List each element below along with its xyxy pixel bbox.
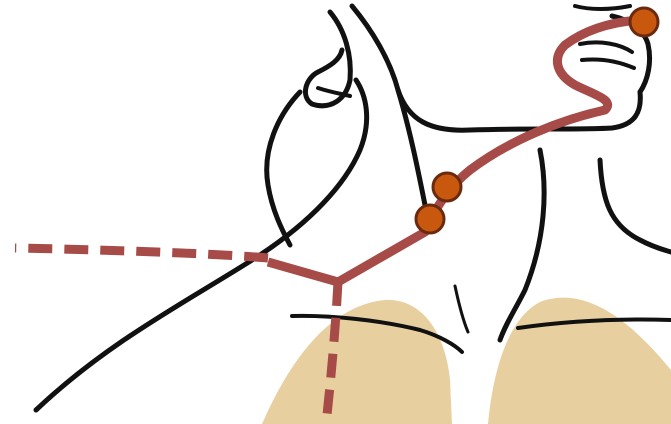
dashed-pathway-left	[15, 248, 268, 258]
acupoints	[416, 8, 658, 233]
neck-front	[398, 90, 425, 205]
right-lung	[488, 298, 671, 424]
lips	[580, 42, 634, 68]
point-upper-neck	[433, 173, 461, 201]
right-neck-edge	[600, 160, 671, 252]
nose-tip	[575, 6, 630, 9]
point-lower-neck	[416, 205, 444, 233]
sternal-notch	[455, 286, 468, 332]
point-near-mouth	[630, 8, 658, 36]
trapezius	[267, 92, 300, 245]
